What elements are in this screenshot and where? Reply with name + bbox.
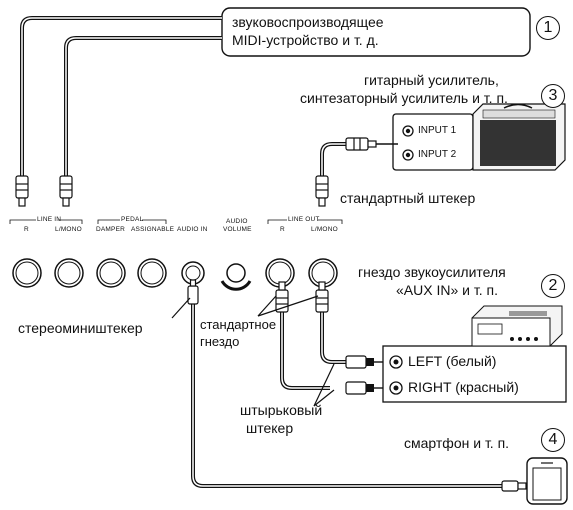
standard-jack-label-line2: гнездо xyxy=(200,334,240,349)
number-badge-3: 3 xyxy=(541,84,565,108)
stereo-mini-plug-label: стереомиништекер xyxy=(18,320,143,336)
smartphone xyxy=(526,457,568,505)
aux-in-label-line1: гнездо звукоусилителя xyxy=(358,264,506,280)
amp-input-plug xyxy=(345,137,398,151)
standard-jack-label-line1: стандартное xyxy=(200,317,277,332)
midi-device-box xyxy=(221,7,531,57)
pointer-lines xyxy=(171,295,335,407)
panel-audio: AUDIO xyxy=(226,218,248,225)
smartphone-plug xyxy=(501,480,527,492)
guitar-amp-label-line2: синтезаторный усилитель и т. п. xyxy=(300,90,508,106)
panel-line-out-lmono: L/MONO xyxy=(311,226,338,233)
aux-in-label-line2: «AUX IN» и т. п. xyxy=(396,282,498,298)
aux-right-jack xyxy=(389,381,403,395)
panel-line-in-label: LINE IN xyxy=(37,216,62,223)
line-in-l-cable-inner xyxy=(65,37,222,176)
jack-line-in-r[interactable] xyxy=(12,258,42,288)
panel-audio-in: AUDIO IN xyxy=(177,226,208,233)
amp-input2-label: INPUT 2 xyxy=(418,149,457,160)
line-in-r-plug xyxy=(15,175,29,207)
panel-line-in-lmono: L/MONO xyxy=(55,226,82,233)
jack-line-in-l[interactable] xyxy=(54,258,84,288)
pin-plug-label-line2: штекер xyxy=(246,420,294,436)
number-badge-2: 2 xyxy=(541,274,565,298)
aux-in-box xyxy=(382,345,567,403)
audio-volume-knob[interactable] xyxy=(220,263,252,291)
aux-left-jack xyxy=(389,355,403,369)
line-in-r-cable xyxy=(20,16,222,176)
panel-damper: DAMPER xyxy=(96,226,126,233)
panel-line-in-r: R xyxy=(24,226,29,233)
amp-input1-label: INPUT 1 xyxy=(418,125,457,136)
aux-left-label: LEFT (белый) xyxy=(408,353,497,369)
line-in-l-cable xyxy=(64,36,222,176)
panel-brackets xyxy=(9,219,343,224)
panel-line-out-r: R xyxy=(280,226,285,233)
midi-device-label-line1: звуковоспроизводящее xyxy=(232,14,384,30)
number-badge-1: 1 xyxy=(536,16,560,40)
amp-cable xyxy=(320,142,346,176)
number-badge-4: 4 xyxy=(541,428,565,452)
line-out-l-top-plug xyxy=(315,175,329,207)
guitar-amp xyxy=(392,103,566,171)
line-in-l-plug xyxy=(59,175,73,207)
line-out-l-plug xyxy=(315,281,329,313)
aux-right-label: RIGHT (красный) xyxy=(408,379,519,395)
audio-receiver xyxy=(471,305,563,347)
jack-assignable[interactable] xyxy=(137,258,167,288)
pin-plug-label-line1: штырьковый xyxy=(240,402,323,418)
panel-volume: VOLUME xyxy=(223,226,252,233)
stereo-mini-plug xyxy=(187,279,199,305)
line-in-r-cable-inner xyxy=(21,17,222,176)
jack-damper[interactable] xyxy=(96,258,126,288)
smartphone-label: смартфон и т. п. xyxy=(404,435,510,451)
panel-assignable: ASSIGNABLE xyxy=(131,226,175,233)
midi-device-label-line2: MIDI-устройство и т. д. xyxy=(232,32,379,48)
panel-pedal-label: PEDAL xyxy=(121,216,144,223)
guitar-amp-label-line1: гитарный усилитель, xyxy=(364,72,499,88)
panel-line-out-label: LINE OUT xyxy=(288,216,320,223)
line-out-l-cable xyxy=(320,312,346,364)
standard-plug-label: стандартный штекер xyxy=(340,190,476,206)
